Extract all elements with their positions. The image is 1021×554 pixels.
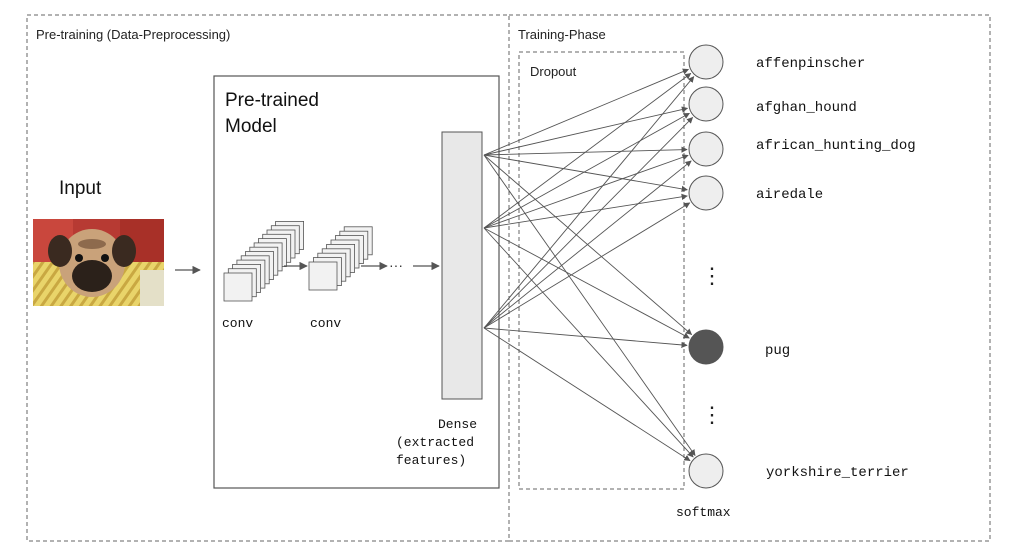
- dense-label-line1: Dense: [438, 417, 477, 432]
- dense-connections: [483, 68, 696, 462]
- dense-layer: [441, 131, 483, 400]
- connection-line: [483, 160, 692, 329]
- feature-map: [308, 261, 338, 291]
- conv-block-2: [308, 226, 373, 291]
- class-label-affenpinscher: affenpinscher: [756, 56, 865, 72]
- output-node-airedale: [688, 175, 724, 211]
- connection-line: [483, 202, 691, 329]
- pretrained-model-box: [213, 75, 500, 489]
- connection-line: [483, 227, 690, 339]
- conv-block-1: [223, 220, 305, 302]
- pug-photo: [33, 219, 164, 306]
- model-title-line2: Model: [225, 116, 277, 137]
- connection-line: [483, 68, 690, 156]
- conv2-label: conv: [310, 316, 341, 331]
- training-section: [508, 14, 991, 542]
- model-title-line1: Pre-trained: [225, 90, 319, 111]
- output-node-affenpinscher: [688, 44, 724, 80]
- vertical-dots-lower: ⋮: [701, 402, 723, 427]
- output-node-african-hunting-dog: [688, 131, 724, 167]
- connection-line: [483, 112, 690, 229]
- feature-map: [223, 272, 253, 302]
- connection-line: [483, 154, 689, 229]
- class-label-yorkshire-terrier: yorkshire_terrier: [766, 465, 909, 481]
- connection-line: [483, 327, 691, 462]
- connection-line: [483, 227, 694, 458]
- class-label-pug: pug: [765, 343, 790, 359]
- class-label-african-hunting-dog: african_hunting_dog: [756, 138, 916, 154]
- connection-line: [483, 76, 695, 329]
- class-label-afghan-hound: afghan_hound: [756, 100, 857, 116]
- vertical-dots-upper: ⋮: [701, 263, 723, 288]
- class-label-airedale: airedale: [756, 187, 823, 203]
- layers-ellipsis: ···: [389, 257, 403, 273]
- output-nodes: [688, 44, 724, 489]
- softmax-label: softmax: [676, 505, 731, 520]
- output-node-yorkshire-terrier: [688, 453, 724, 489]
- connection-line: [483, 154, 688, 192]
- connection-line: [483, 327, 688, 349]
- connection-line: [483, 106, 689, 156]
- pretraining-title: Pre-training (Data-Preprocessing): [36, 27, 230, 42]
- conv1-label: conv: [222, 316, 253, 331]
- output-node-afghan-hound: [688, 86, 724, 122]
- dense-label-line2: (extracted: [396, 435, 474, 450]
- connection-line: [483, 193, 688, 229]
- connection-line: [483, 154, 696, 456]
- connection-line: [483, 73, 692, 229]
- input-label: Input: [59, 178, 102, 199]
- class-labels: affenpinscher afghan_hound african_hunting…: [756, 56, 916, 481]
- dropout-title: Dropout: [530, 64, 577, 79]
- output-node-pug: [688, 329, 724, 365]
- connection-line: [483, 117, 694, 329]
- dense-label-line3: features): [396, 453, 466, 468]
- training-title: Training-Phase: [518, 27, 606, 42]
